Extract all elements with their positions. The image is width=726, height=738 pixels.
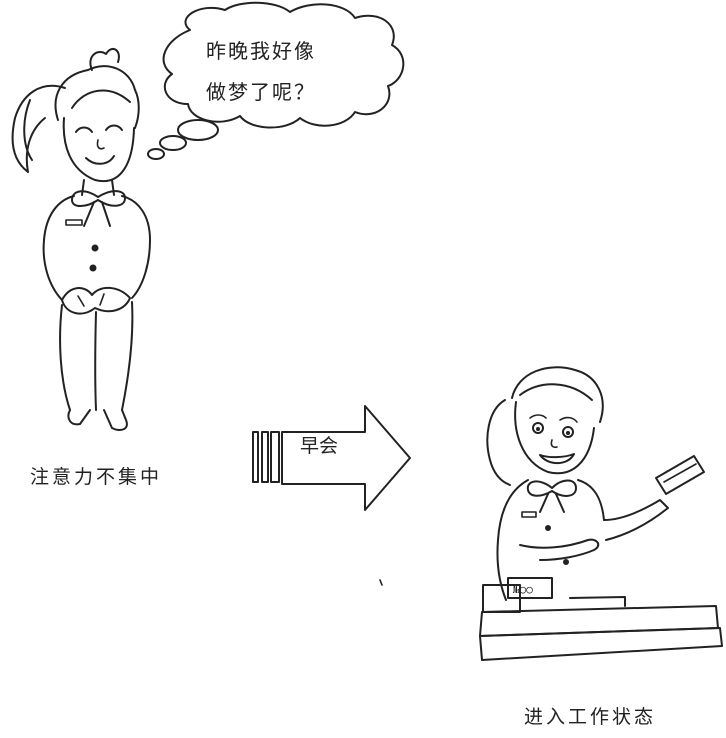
left-caption: 注意力不集中	[30, 466, 163, 488]
thought-bubble	[147, 1, 405, 160]
arrow-label: 早会	[300, 435, 339, 457]
thought-line-2: 做梦了呢？	[206, 80, 316, 104]
right-caption: 进入工作状态	[524, 706, 657, 728]
svg-text:№○○: №○○	[513, 583, 533, 596]
thought-line-1: 昨晚我好像	[206, 39, 316, 63]
stray-mark	[379, 579, 383, 586]
working-girl: №○○	[479, 366, 723, 661]
distracted-girl	[11, 47, 151, 431]
transition-arrow	[252, 405, 411, 511]
